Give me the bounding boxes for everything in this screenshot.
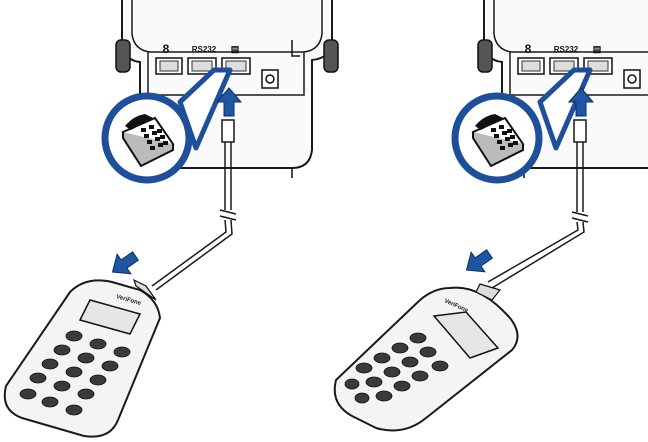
port-callout-left <box>101 67 233 184</box>
pinpad-device-left: VeriFone <box>3 278 162 438</box>
pinpad-cable-right <box>487 119 589 289</box>
port-callout-right <box>451 67 593 184</box>
terminal-rear-right: 8 RS232 ▤ <box>477 0 648 179</box>
power-port-label: 8 <box>525 42 532 56</box>
pinpad-cable-left <box>151 119 237 291</box>
rs232-port-label: RS232 <box>554 45 579 54</box>
power-port-label: 8 <box>163 42 170 56</box>
pinpad-device-right: VeriFone <box>333 283 519 432</box>
right-setup: 8 RS232 ▤ VeriFone <box>333 0 648 432</box>
blue-arrow-icon <box>459 243 497 281</box>
rs232-port-label: RS232 <box>192 45 217 54</box>
blue-arrow-icon <box>105 245 143 283</box>
pinpad-port-label: ▤ <box>231 44 240 54</box>
left-setup: 8 RS232 ▤ VeriFone <box>3 0 339 438</box>
terminal-rear-left: 8 RS232 ▤ <box>115 0 339 179</box>
pinpad-port-label: ▤ <box>593 44 602 54</box>
